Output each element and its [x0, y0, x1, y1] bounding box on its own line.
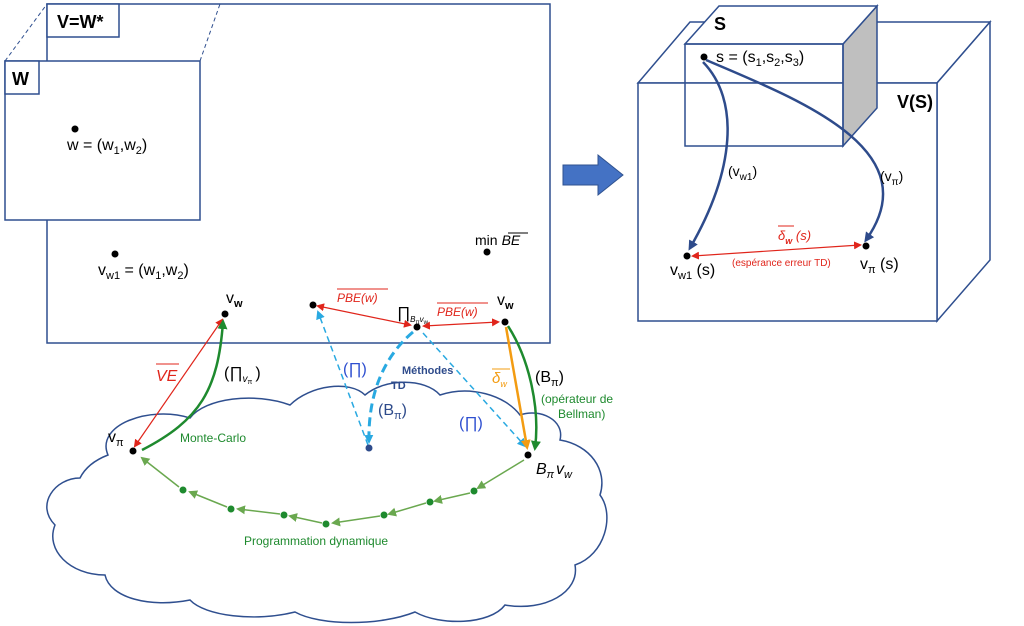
pi-right-label: (∏) [459, 415, 483, 432]
pi-right-dashed-arrow [422, 332, 527, 448]
vw-label: vw [226, 290, 243, 310]
big-transition-arrow [562, 153, 624, 197]
delta-s-label: δw (s) [778, 228, 811, 246]
pbe-left-label: PBE(w) [337, 291, 378, 305]
s-point [700, 53, 708, 61]
inner-box-label: W [12, 69, 29, 89]
vw2-point [501, 318, 509, 326]
bellman-arrow [506, 325, 541, 451]
vw1-arrow-label: (vw1) [728, 163, 757, 183]
pi-left-label: (∏) [343, 361, 367, 378]
vw-point [221, 310, 229, 318]
pbe-right-arrow [422, 318, 500, 330]
outer-box-label: V=W* [57, 12, 104, 32]
monte-carlo-arrow [141, 319, 228, 452]
pbe-right-label: PBE(w) [437, 305, 478, 319]
projection-line-top [4, 3, 48, 62]
dynamic-programming-chain [140, 456, 525, 528]
vw1-point-label: vw1 = (w1,w2) [98, 262, 189, 282]
bpi-right-label: (Bπ) [535, 369, 564, 389]
bpivw-point [524, 451, 532, 459]
bpi-mid-label: (Bπ) [378, 402, 407, 422]
delta-w-arrow [504, 326, 531, 450]
pbe-left-arrow [316, 303, 412, 328]
vw1-point [111, 250, 119, 258]
methodes-td-label: Méthodes [402, 365, 453, 377]
outer-box-label-frame [46, 3, 120, 38]
programmation-dynamique-label: Programmation dynamique [244, 534, 388, 548]
inner-box-w [4, 60, 201, 221]
vpis-point [862, 242, 870, 250]
min-be-point [483, 248, 491, 256]
vpi-arrow-label: (vπ) [880, 168, 903, 188]
monte-carlo-label: Monte-Carlo [180, 431, 246, 445]
td-error-arrow [691, 241, 862, 260]
delta-w-label: δw [492, 370, 507, 389]
inner-box-label-frame [4, 60, 40, 95]
bellman-label-line1: (opérateur de [541, 392, 613, 406]
vw1s-point [683, 252, 691, 260]
vpis-label: vπ (s) [860, 256, 899, 276]
projection-point [413, 323, 421, 331]
vw1-mapping-arrow [688, 61, 729, 251]
s-box [683, 4, 879, 148]
td-point [365, 444, 373, 452]
bellman-label-line2: Bellman) [558, 407, 605, 421]
pi-left-dashed-arrow [316, 310, 369, 446]
vs-box-label: V(S) [897, 92, 933, 112]
vpi-point [129, 447, 137, 455]
projection-line-right [199, 3, 221, 62]
w-point-label: w = (w1,w2) [66, 137, 147, 157]
vpi-label: vπ [108, 429, 124, 449]
vw2-label: vw [497, 292, 514, 312]
vpi-mapping-arrow [705, 58, 885, 243]
ve-label: VE [156, 368, 178, 385]
s-point-label: s = (s1,s2,s3) [716, 49, 804, 69]
s-box-label: S [714, 14, 726, 34]
w-point [71, 125, 79, 133]
vw1s-label: vw1 (s) [670, 262, 715, 282]
pbe-left-point [309, 301, 317, 309]
pi-projection-label: (∏vπ) [224, 365, 261, 386]
td-error-label: (espérance erreur TD) [732, 258, 831, 269]
td-dashed-arrow [364, 330, 414, 444]
td-label: TD [391, 380, 406, 392]
ve-arrow [133, 318, 224, 448]
